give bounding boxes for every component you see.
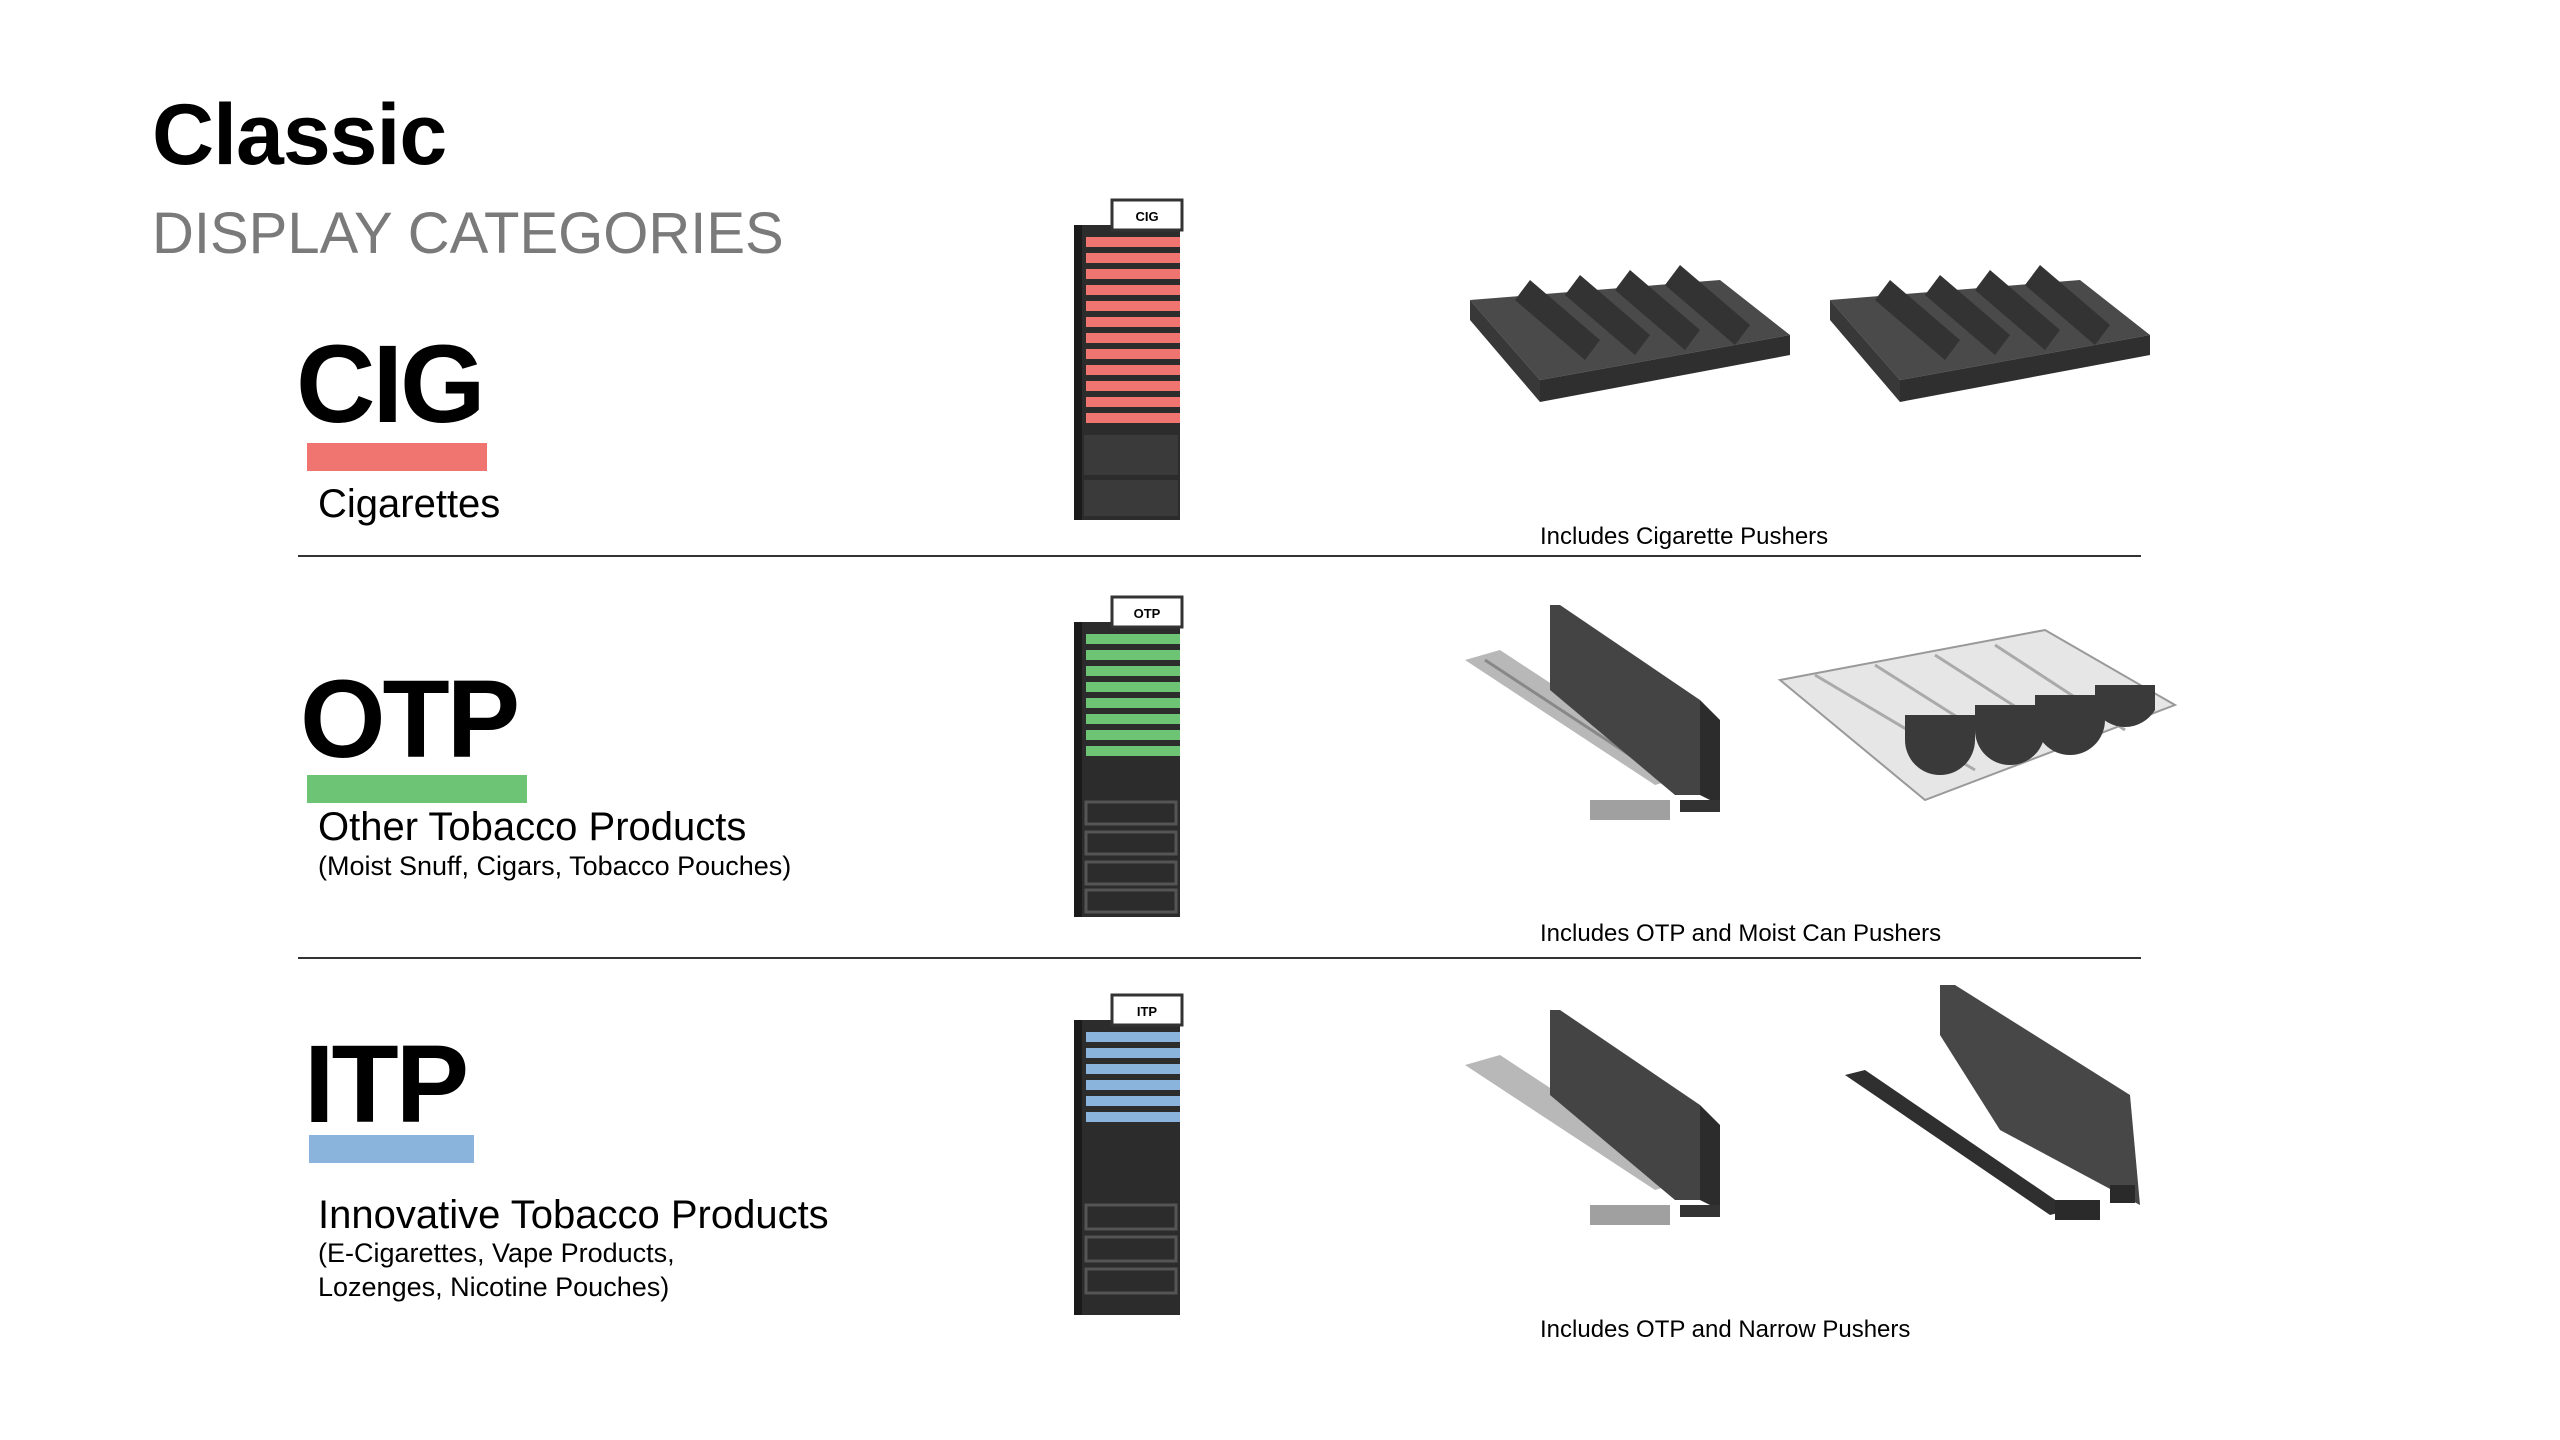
category-name-cig: Cigarettes — [318, 482, 501, 526]
rack-shelves-cig — [1086, 237, 1180, 423]
rack-shelf-product — [1086, 237, 1180, 247]
rack-sign-otp: OTP — [1134, 606, 1161, 621]
category-details-otp: (Moist Snuff, Cigars, Tobacco Pouches) — [318, 851, 792, 881]
page-subtitle: DISPLAY CATEGORIES — [152, 201, 784, 266]
rack-sign-cig: CIG — [1135, 209, 1158, 224]
category-code-cig: CIG — [296, 323, 486, 446]
section-divider — [298, 555, 2141, 557]
rack-shelf-product — [1086, 714, 1180, 724]
rack-sign-itp: ITP — [1137, 1004, 1158, 1019]
cigarette-pusher-image-2 — [1830, 265, 2150, 402]
itp-otp-pusher-image — [1465, 1010, 1720, 1225]
rack-shelf-product — [1086, 698, 1180, 708]
category-accent-bar-cig — [307, 443, 487, 471]
rack-shelves-itp — [1086, 1032, 1180, 1122]
rack-shelf-product — [1086, 1032, 1180, 1042]
rack-shelf-product — [1086, 634, 1180, 644]
narrow-pusher-image — [1845, 985, 2140, 1220]
rack-shelf-product — [1086, 1096, 1180, 1106]
otp-pusher-image — [1465, 605, 1720, 820]
category-accent-bar-otp — [307, 775, 527, 803]
rack-shelf-product — [1086, 1064, 1180, 1074]
rack-shelf-product — [1086, 746, 1180, 756]
rack-shelves-otp — [1086, 634, 1180, 756]
rack-shelf-product — [1086, 365, 1180, 375]
rack-shelf-product — [1086, 730, 1180, 740]
category-name-otp: Other Tobacco Products — [318, 805, 747, 849]
cigarette-pusher-image-1 — [1470, 265, 1790, 402]
rack-shelf-product — [1086, 397, 1180, 407]
category-name-itp: Innovative Tobacco Products — [318, 1193, 829, 1237]
rack-shelf-product — [1086, 333, 1180, 343]
page-title: Classic — [152, 87, 447, 183]
display-rack-image-itp: ITP — [1074, 993, 1184, 1315]
rack-shelf-product — [1086, 682, 1180, 692]
category-code-otp: OTP — [300, 658, 520, 781]
rack-shelf-product — [1086, 666, 1180, 676]
rack-shelf-product — [1086, 349, 1180, 359]
section-divider — [298, 957, 2141, 959]
rack-shelf-product — [1086, 1048, 1180, 1058]
rack-shelf-product — [1086, 381, 1180, 391]
category-accent-bar-itp — [309, 1135, 474, 1163]
rack-shelf-product — [1086, 413, 1180, 423]
rack-shelf-product — [1086, 317, 1180, 327]
rack-shelf-product — [1086, 650, 1180, 660]
pusher-caption-itp: Includes OTP and Narrow Pushers — [1540, 1316, 1911, 1343]
pusher-caption-cig: Includes Cigarette Pushers — [1540, 523, 1829, 550]
rack-shelf-product — [1086, 1080, 1180, 1090]
category-code-itp: ITP — [304, 1023, 469, 1146]
category-details-itp: (E-Cigarettes, Vape Products, Lozenges, … — [318, 1238, 675, 1302]
pusher-caption-otp: Includes OTP and Moist Can Pushers — [1540, 920, 1942, 947]
rack-shelf-product — [1086, 269, 1180, 279]
moist-can-pusher-image — [1777, 628, 2178, 802]
rack-shelf-product — [1086, 301, 1180, 311]
display-rack-image-cig: CIG — [1074, 198, 1184, 520]
display-rack-image-otp: OTP — [1074, 595, 1184, 917]
rack-shelf-product — [1086, 1112, 1180, 1122]
rack-shelf-product — [1086, 253, 1180, 263]
rack-shelf-product — [1086, 285, 1180, 295]
